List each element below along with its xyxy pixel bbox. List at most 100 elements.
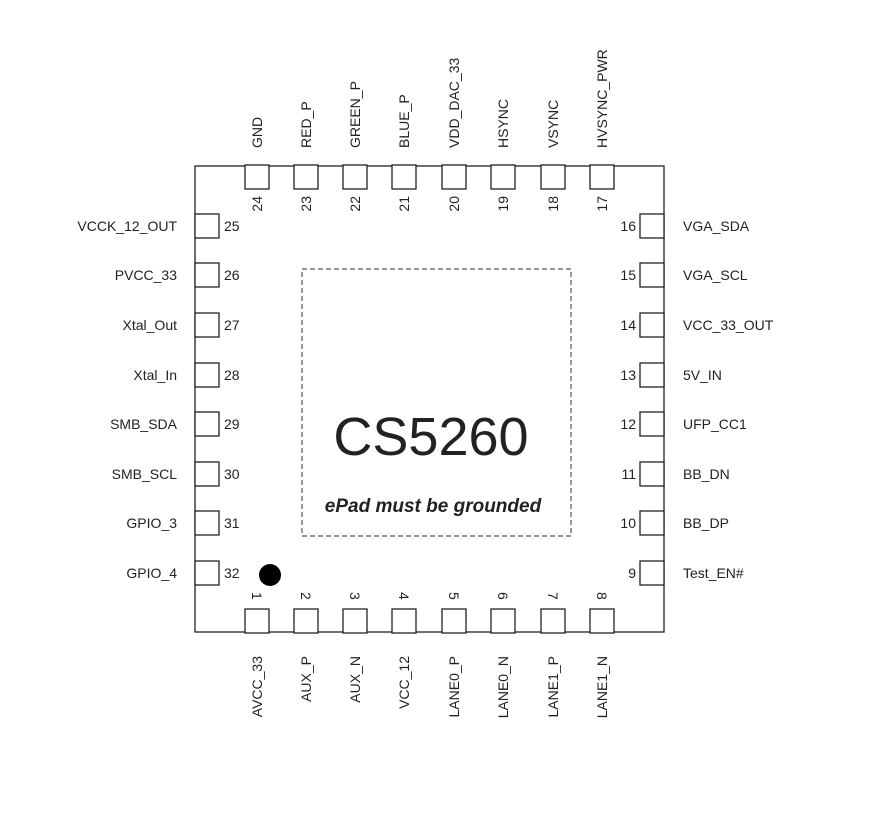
- pin-number: 30: [224, 466, 240, 482]
- pin-pad-top: [391, 164, 417, 190]
- pin-number: 19: [495, 196, 511, 212]
- pin-number: 6: [495, 592, 511, 600]
- pin-number: 17: [594, 196, 610, 212]
- pin-label: VCC_12: [396, 656, 412, 709]
- pin-pad-left: [194, 312, 220, 338]
- pin-pad-bottom: [391, 608, 417, 634]
- pin-pad-bottom: [293, 608, 319, 634]
- pin-pad-left: [194, 461, 220, 487]
- pin-label: Xtal_In: [133, 367, 177, 383]
- pin-pad-bottom: [441, 608, 467, 634]
- pin-pad-right: [639, 510, 665, 536]
- pin-label: AUX_N: [347, 656, 363, 703]
- pin-pad-top: [293, 164, 319, 190]
- pin-pad-bottom: [244, 608, 270, 634]
- pin-label: SMB_SCL: [112, 466, 178, 482]
- pin-number: 15: [620, 267, 636, 283]
- pin-label: GPIO_3: [126, 515, 177, 531]
- pin-number: 28: [224, 367, 240, 383]
- pin-label: VGA_SDA: [683, 218, 750, 234]
- pin-label: HVSYNC_PWR: [594, 49, 610, 148]
- pin-label: GPIO_4: [126, 565, 177, 581]
- pin-number: 4: [396, 592, 412, 600]
- pin-pad-right: [639, 262, 665, 288]
- chip-name: CS5260: [333, 407, 528, 467]
- pin-number: 14: [620, 317, 636, 333]
- pin-label: AVCC_33: [249, 656, 265, 717]
- pin-number: 21: [396, 196, 412, 212]
- pin-label: HSYNC: [495, 99, 511, 148]
- pin-number: 22: [347, 196, 363, 212]
- pin-pad-top: [540, 164, 566, 190]
- pin-label: Xtal_Out: [123, 317, 178, 333]
- pin-label: VCC_33_OUT: [683, 317, 774, 333]
- pin-pad-left: [194, 411, 220, 437]
- pin-number: 29: [224, 416, 240, 432]
- pin-pad-left: [194, 213, 220, 239]
- pin-label: RED_P: [298, 101, 314, 148]
- pin-pad-top: [490, 164, 516, 190]
- pin-number: 5: [446, 592, 462, 600]
- pin-label: AUX_P: [298, 656, 314, 702]
- pin-pad-left: [194, 362, 220, 388]
- pin-number: 10: [620, 515, 636, 531]
- pin-pad-left: [194, 262, 220, 288]
- pin-pad-bottom: [342, 608, 368, 634]
- pin-pad-bottom: [490, 608, 516, 634]
- pin-pad-right: [639, 312, 665, 338]
- pin1-marker: [259, 564, 281, 586]
- pin-label: UFP_CC1: [683, 416, 747, 432]
- pin-label: VGA_SCL: [683, 267, 748, 283]
- pin-pad-bottom: [540, 608, 566, 634]
- pin-pad-top: [244, 164, 270, 190]
- pin-number: 31: [224, 515, 240, 531]
- pin-number: 8: [594, 592, 610, 600]
- pin-label: PVCC_33: [115, 267, 177, 283]
- pin-label: BB_DN: [683, 466, 730, 482]
- pin-number: 1: [249, 592, 265, 600]
- pin-label: LANE1_P: [545, 656, 561, 717]
- pin-number: 16: [620, 218, 636, 234]
- pin-label: LANE0_P: [446, 656, 462, 717]
- pin-pad-left: [194, 560, 220, 586]
- pin-number: 26: [224, 267, 240, 283]
- pin-pad-top: [342, 164, 368, 190]
- pin-pad-top: [441, 164, 467, 190]
- pin-pad-right: [639, 213, 665, 239]
- pin-label: VCCK_12_OUT: [77, 218, 177, 234]
- pin-label: GREEN_P: [347, 81, 363, 148]
- epad-outline: [301, 268, 572, 537]
- pin-number: 2: [298, 592, 314, 600]
- pin-number: 23: [298, 196, 314, 212]
- pin-number: 25: [224, 218, 240, 234]
- chip-package-outline: [194, 165, 665, 633]
- pin-label: SMB_SDA: [110, 416, 178, 432]
- pin-number: 13: [620, 367, 636, 383]
- pin-label: BLUE_P: [396, 94, 412, 148]
- pin-label: VSYNC: [545, 100, 561, 148]
- pin-label: LANE1_N: [594, 656, 610, 718]
- pin-number: 24: [249, 196, 265, 212]
- pin-number: 9: [628, 565, 636, 581]
- pin-label: BB_DP: [683, 515, 729, 531]
- pin-number: 27: [224, 317, 240, 333]
- pin-number: 18: [545, 196, 561, 212]
- pin-number: 7: [545, 592, 561, 600]
- pin-number: 32: [224, 565, 240, 581]
- pin-group: 25VCCK_12_OUT26PVCC_3327Xtal_Out28Xtal_I…: [77, 49, 773, 718]
- pin-pad-right: [639, 560, 665, 586]
- pin-label: 5V_IN: [683, 367, 722, 383]
- pin-label: Test_EN#: [683, 565, 744, 581]
- pin-pad-right: [639, 362, 665, 388]
- pin-pad-right: [639, 461, 665, 487]
- pin-pad-bottom: [589, 608, 615, 634]
- pin-label: LANE0_N: [495, 656, 511, 718]
- pin-number: 20: [446, 196, 462, 212]
- pin-pad-top: [589, 164, 615, 190]
- pin-pad-left: [194, 510, 220, 536]
- epad-note: ePad must be grounded: [325, 496, 542, 517]
- pin-label: VDD_DAC_33: [446, 58, 462, 148]
- pin-number: 3: [347, 592, 363, 600]
- pin-number: 12: [620, 416, 636, 432]
